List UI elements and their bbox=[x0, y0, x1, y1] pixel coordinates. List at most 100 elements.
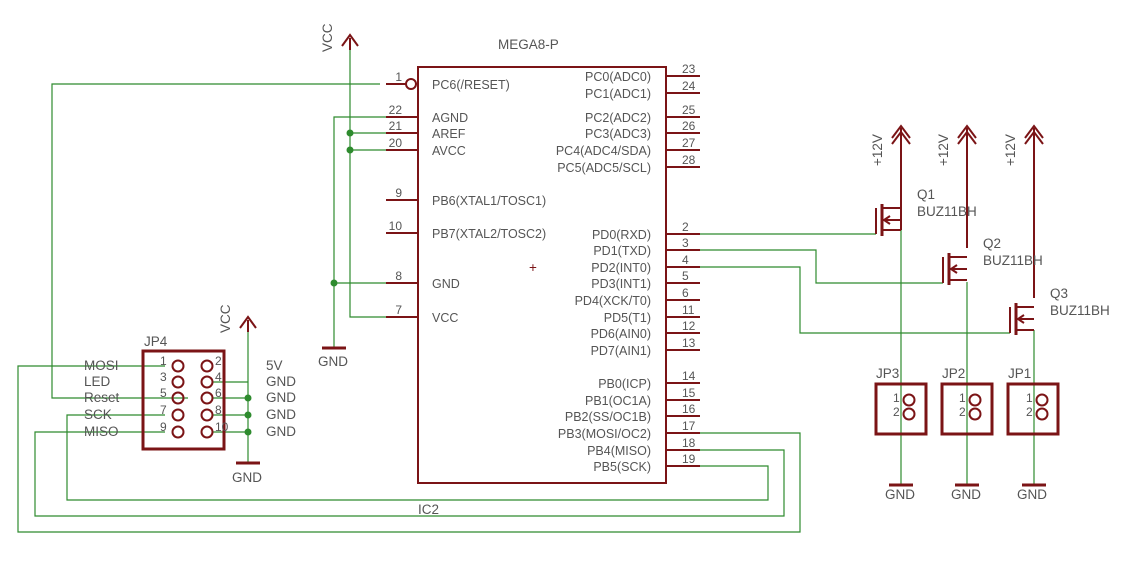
ic-pin-number: 4 bbox=[682, 253, 689, 267]
ic-pin-label: PB2(SS/OC1B) bbox=[565, 410, 651, 424]
ic-name: MEGA8-P bbox=[498, 37, 559, 52]
header-odd-pin: 1 bbox=[160, 354, 167, 368]
mosfet-q1: Q1 BUZ11BH bbox=[875, 187, 977, 236]
wire-agnd-gnd bbox=[333, 116, 386, 347]
header-signal-label: Reset bbox=[84, 390, 120, 405]
ic-pin-label: PC4(ADC4/SDA) bbox=[556, 144, 651, 158]
header-odd-pin: 5 bbox=[160, 386, 167, 400]
ic-pin-number: 15 bbox=[682, 386, 696, 400]
header-even-pin: 10 bbox=[215, 420, 229, 434]
ic-origin: + bbox=[529, 260, 537, 275]
q3-ref: Q3 bbox=[1050, 286, 1068, 301]
junction-avcc bbox=[346, 146, 354, 154]
v12-label-1: +12V bbox=[870, 134, 885, 166]
header-even-pin: 4 bbox=[215, 370, 222, 384]
ic-pin-label: PD3(INT1) bbox=[591, 277, 651, 291]
jp3-ref: JP3 bbox=[876, 366, 899, 381]
wire-sck bbox=[66, 414, 769, 501]
ic-pin-number: 14 bbox=[682, 369, 696, 383]
ic-pin-label: PD2(INT0) bbox=[591, 261, 651, 275]
ic-pin-number: 3 bbox=[682, 236, 689, 250]
wire-pd1-q2 bbox=[700, 249, 943, 284]
ic-pin-label: PD1(TXD) bbox=[593, 244, 651, 258]
ic-pin-label: AVCC bbox=[432, 144, 466, 158]
ic-pin-number: 24 bbox=[682, 79, 696, 93]
jp1-gnd: GND bbox=[1017, 487, 1047, 502]
v12-label-3: +12V bbox=[1003, 134, 1018, 166]
ic-pin-label: PC5(ADC5/SCL) bbox=[557, 161, 651, 175]
ic-left-pins: 1PC6(/RESET)22AGND21AREF20AVCC9PB6(XTAL1… bbox=[386, 70, 546, 325]
mosfet-q2: Q2 BUZ11BH bbox=[942, 236, 1043, 285]
ic-pin-number: 13 bbox=[682, 336, 696, 350]
ic-pin-label: PD6(AIN0) bbox=[591, 327, 651, 341]
jp3-pin2: 2 bbox=[893, 405, 900, 419]
ic-pin-number: 7 bbox=[395, 303, 402, 317]
v12-symbol-2: +12V bbox=[936, 124, 977, 248]
gnd-symbol-ic: GND bbox=[318, 346, 348, 369]
q2-part: BUZ11BH bbox=[983, 253, 1043, 268]
ic-pin-label: PB3(MOSI/OC2) bbox=[558, 427, 651, 441]
ic-pin-number: 10 bbox=[389, 219, 403, 233]
jp1-ref: JP1 bbox=[1008, 366, 1031, 381]
v12-symbol-3: +12V bbox=[1003, 124, 1044, 298]
ic-pin-label: PB1(OC1A) bbox=[585, 394, 651, 408]
connector-jp3: JP3 1 2 GND bbox=[874, 366, 928, 502]
jp1-pin2: 2 bbox=[1026, 405, 1033, 419]
mosfet-q3: Q3 BUZ11BH bbox=[1009, 286, 1110, 335]
ic-right-pins: 23PC0(ADC0)24PC1(ADC1)25PC2(ADC2)26PC3(A… bbox=[556, 62, 700, 474]
ic-pin-number: 16 bbox=[682, 402, 696, 416]
junction-hdr-4 bbox=[244, 394, 252, 402]
jp4-ref: JP4 bbox=[144, 334, 168, 349]
header-right-label: 5V bbox=[266, 358, 283, 373]
v12-label-2: +12V bbox=[936, 134, 951, 166]
ic-pin-label: PC3(ADC3) bbox=[585, 127, 651, 141]
vcc-symbol-header: VCC bbox=[218, 304, 257, 333]
header-odd-pin: 3 bbox=[160, 370, 167, 384]
wire-mosi bbox=[17, 365, 801, 533]
header-right-label: GND bbox=[266, 407, 296, 422]
header-right-label: GND bbox=[266, 424, 296, 439]
header-signal-label: LED bbox=[84, 374, 111, 389]
junction-hdr-5 bbox=[244, 411, 252, 419]
gnd-ic-label: GND bbox=[318, 354, 348, 369]
ic-pin-label: PD0(RXD) bbox=[592, 228, 651, 242]
ic-pin-number: 8 bbox=[395, 269, 402, 283]
ic-pin-label: PC2(ADC2) bbox=[585, 111, 651, 125]
header-even-pin: 8 bbox=[215, 403, 222, 417]
header-even-pin: 2 bbox=[215, 354, 222, 368]
ic-pin-number: 18 bbox=[682, 436, 696, 450]
header-even-pin: 6 bbox=[215, 386, 222, 400]
ic-pin-number: 17 bbox=[682, 419, 696, 433]
ic-pin-number: 11 bbox=[682, 303, 695, 317]
ic-pin-number: 12 bbox=[682, 319, 696, 333]
jp2-pin1: 1 bbox=[959, 391, 966, 405]
ic-pin-label: PC1(ADC1) bbox=[585, 87, 651, 101]
junctions bbox=[244, 129, 354, 436]
ic-pin-number: 2 bbox=[682, 220, 689, 234]
junction-gnd bbox=[330, 279, 338, 287]
wire-reset bbox=[51, 83, 380, 399]
vcc-header-label: VCC bbox=[218, 304, 233, 333]
junction-aref bbox=[346, 129, 354, 137]
ic-pin-label: AREF bbox=[432, 127, 466, 141]
ic-pin-label: VCC bbox=[432, 311, 458, 325]
header-odd-pin: 9 bbox=[160, 420, 167, 434]
jp3-pin1: 1 bbox=[893, 391, 900, 405]
ic-pin-number: 9 bbox=[395, 186, 402, 200]
